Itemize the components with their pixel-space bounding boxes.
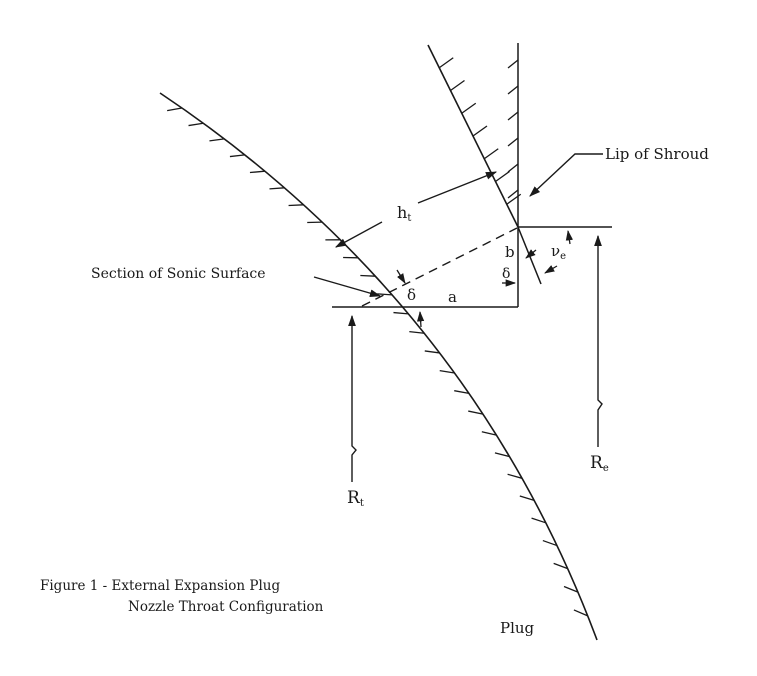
lip-vertical-tick: [507, 163, 519, 173]
plug-hatch-mark: [288, 204, 304, 207]
shroud-hatch-mark: [438, 57, 454, 69]
plug-hatch-mark: [439, 370, 455, 374]
shroud-hatch-mark: [483, 148, 499, 160]
plug-hatch-mark: [507, 473, 523, 479]
shroud-hatch-mark: [450, 79, 465, 92]
lip-vertical-tick: [507, 85, 519, 95]
plug-hatch-mark: [188, 122, 204, 127]
shroud-hatching: [438, 57, 522, 205]
delta-arrow-lip: [525, 249, 537, 259]
figure-caption-line1: Figure 1 - External Expansion Plug: [40, 578, 281, 594]
plug-hatch-mark: [360, 274, 376, 277]
plug-hatching: [167, 107, 588, 617]
plug-hatch-mark: [424, 350, 440, 354]
delta-arrow-upper: [396, 269, 406, 284]
re-label: Re: [590, 453, 609, 474]
lip-vertical-tick: [507, 111, 519, 121]
plug-hatch-mark: [494, 452, 510, 458]
re-radius-arrow: [594, 234, 603, 447]
nue-label: νe: [551, 242, 567, 262]
plug-hatch-mark: [454, 390, 470, 395]
shroud-hatch-mark: [495, 170, 510, 183]
nue-arrow-lower: [544, 265, 558, 274]
plug-hatch-mark: [393, 311, 409, 315]
plug-hatch-mark: [167, 107, 183, 112]
plug-hatch-mark: [377, 293, 393, 296]
plug-hatch-mark: [269, 187, 285, 190]
lip-vertical-tick: [507, 137, 519, 147]
plug-hatch-mark: [531, 517, 547, 524]
ht-label: ht: [397, 203, 412, 224]
plug-hatch-mark: [542, 539, 558, 547]
shroud-hatch-mark: [472, 125, 488, 137]
plug-hatch-mark: [519, 495, 535, 502]
rt-radius-arrow: [348, 314, 357, 482]
plug-hatch-mark: [249, 170, 265, 174]
lip-vertical-tick: [507, 59, 519, 69]
lip-vertical-hatching: [507, 59, 519, 199]
plug-hatch-mark: [573, 609, 588, 617]
sonic-surface-leader: [313, 276, 382, 297]
lip-vertical-tick: [507, 189, 519, 199]
ht-dimension-arrow-left: [335, 221, 383, 248]
b-label: b: [505, 243, 515, 261]
plug-label: Plug: [500, 619, 535, 637]
sonic-surface-label: Section of Sonic Surface: [91, 266, 266, 282]
a-label: a: [448, 288, 457, 306]
plug-hatch-mark: [468, 410, 484, 415]
delta-arrow-lower: [416, 310, 425, 328]
ht-dimension-arrow-right: [417, 171, 498, 204]
delta-label-lip: δ: [502, 266, 511, 282]
delta-label-throat: δ: [407, 286, 417, 304]
rt-label: Rt: [347, 488, 364, 509]
plug-hatch-mark: [553, 562, 568, 570]
lip-of-shroud-leader: [529, 153, 603, 197]
nue-arrow-upper: [565, 229, 574, 245]
plug-hatch-mark: [209, 138, 225, 142]
plug-hatch-mark: [481, 431, 497, 436]
plug-hatch-mark: [229, 154, 245, 158]
plug-hatch-mark: [563, 585, 579, 593]
plug-hatch-mark: [409, 330, 425, 334]
shroud-hatch-mark: [461, 102, 477, 114]
plug-contour: [159, 92, 598, 641]
figure-caption-line2: Nozzle Throat Configuration: [128, 599, 324, 615]
lip-of-shroud-label: Lip of Shroud: [605, 145, 709, 163]
